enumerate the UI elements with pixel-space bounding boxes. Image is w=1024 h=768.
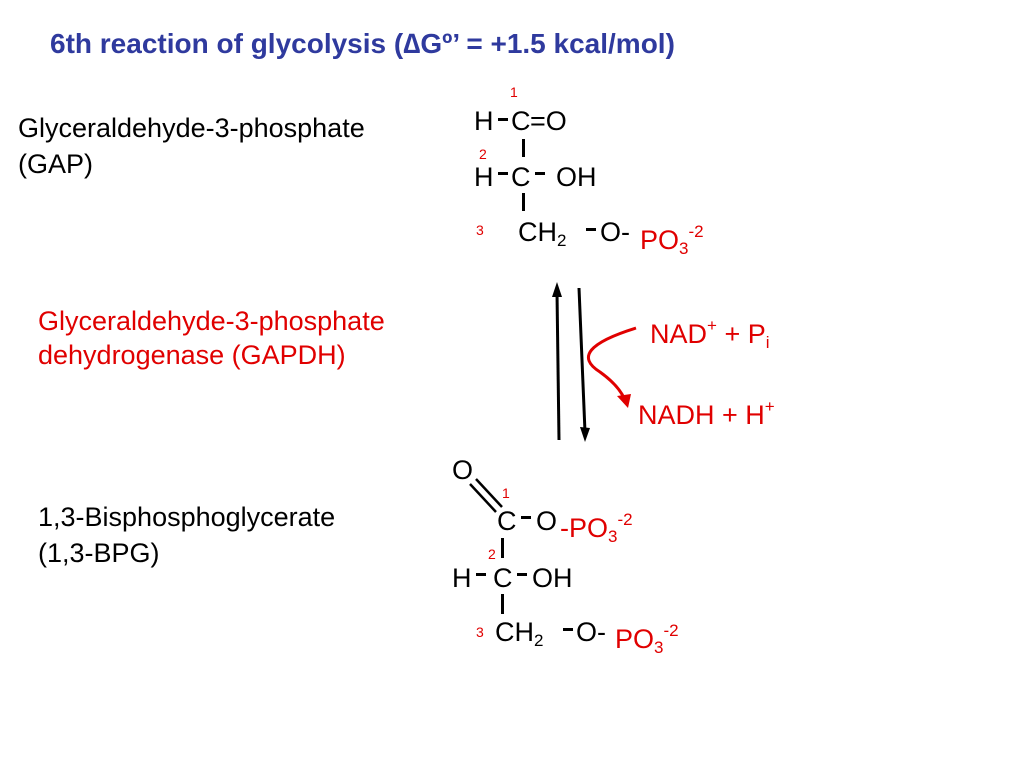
ester-oxygen: O- (576, 617, 606, 647)
cofactor-nadh-h: NADH + H+ (638, 397, 775, 430)
bond (517, 573, 527, 576)
bond (563, 628, 573, 631)
atom-h: H (474, 106, 494, 136)
cofactor-curved-arrow (587, 326, 637, 399)
enzyme-name-line1: Glyceraldehyde-3-phosphate (38, 306, 385, 336)
product-name: 1,3-Bisphosphoglycerate (1,3-BPG) (38, 499, 335, 571)
atom-c2: C (493, 563, 513, 593)
substrate-name: Glyceraldehyde-3-phosphate (GAP) (18, 110, 365, 182)
carbon-number-1: 1 (502, 485, 510, 501)
hydroxyl-group: OH (556, 162, 597, 192)
acyl-phosphate-group: -PO3-2 (560, 510, 633, 546)
bond (522, 139, 525, 157)
cofactor-arrowhead (617, 394, 631, 408)
atom-ch2: CH2 (495, 617, 544, 650)
carbon-number-3: 3 (476, 624, 484, 640)
bond (498, 118, 508, 121)
bond (501, 538, 504, 558)
atom-h: H (474, 162, 494, 192)
ester-oxygen: O (536, 506, 558, 536)
reverse-arrow (555, 291, 561, 441)
carbonyl-oxygen: O (452, 455, 474, 485)
hydroxyl-group: OH (532, 563, 573, 593)
bond (498, 172, 508, 175)
enzyme-name: Glyceraldehyde-3-phosphate dehydrogenase… (38, 304, 385, 372)
substrate-name-line2: (GAP) (18, 149, 94, 179)
carbon-number-2: 2 (479, 146, 487, 162)
substrate-name-line1: Glyceraldehyde-3-phosphate (18, 113, 365, 143)
bond (521, 516, 531, 519)
product-name-line1: 1,3-Bisphosphoglycerate (38, 502, 336, 532)
atom-h: H (452, 563, 472, 593)
product-name-line2: (1,3-BPG) (38, 538, 160, 568)
phosphate-group: PO3-2 (640, 222, 704, 258)
forward-arrow (577, 287, 587, 433)
bond (501, 594, 504, 614)
carbon-number-1: 1 (510, 84, 518, 100)
forward-arrowhead (580, 427, 590, 442)
bond (522, 193, 525, 211)
bond (535, 172, 545, 175)
carbon-number-3: 3 (476, 222, 484, 238)
bond (476, 573, 486, 576)
carbon-number-2: 2 (488, 546, 496, 562)
slide-title: 6th reaction of glycolysis (∆Gº’ = +1.5 … (50, 28, 675, 59)
atom-c1: C (497, 506, 517, 536)
cofactor-nad-pi: NAD+ + Pi (650, 316, 770, 352)
ester-oxygen: O- (600, 217, 630, 247)
atom-c1: C (511, 106, 531, 136)
reverse-arrowhead (552, 282, 562, 297)
aldehyde-oxygen: =O (530, 106, 567, 136)
atom-c2: C (511, 162, 531, 192)
phosphate-group: PO3-2 (615, 621, 679, 657)
atom-ch2: CH2 (518, 217, 567, 250)
enzyme-name-line2: dehydrogenase (GAPDH) (38, 340, 346, 370)
bond (586, 228, 596, 231)
